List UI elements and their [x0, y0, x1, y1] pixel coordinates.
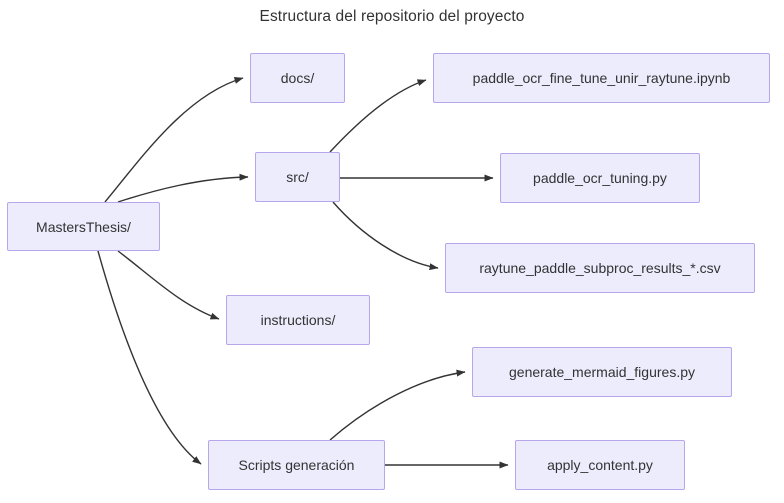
node-notebook[interactable]: paddle_ocr_fine_tune_unir_raytune.ipynb	[433, 53, 770, 103]
edge-root-src	[117, 173, 249, 203]
node-label-docs: docs/	[280, 70, 315, 86]
node-label-apply: apply_content.py	[547, 457, 653, 473]
node-label-src: src/	[286, 169, 309, 185]
node-instructions[interactable]: instructions/	[226, 295, 370, 345]
node-root[interactable]: MastersThesis/	[7, 202, 160, 251]
node-label-scripts: Scripts generación	[238, 457, 355, 473]
node-label-root: MastersThesis/	[36, 218, 131, 235]
node-mermaid[interactable]: generate_mermaid_figures.py	[472, 347, 732, 397]
edge-root-scripts	[97, 250, 202, 465]
edge-scripts-mermaid	[329, 369, 466, 441]
node-src[interactable]: src/	[255, 152, 340, 202]
edge-root-instructions	[117, 250, 220, 320]
node-label-mermaid: generate_mermaid_figures.py	[509, 364, 695, 380]
node-label-tuning: paddle_ocr_tuning.py	[533, 170, 667, 186]
node-label-csv: raytune_paddle_subproc_results_*.csv	[479, 260, 721, 276]
node-tuning[interactable]: paddle_ocr_tuning.py	[500, 153, 700, 203]
node-label-instructions: instructions/	[260, 312, 336, 328]
node-apply[interactable]: apply_content.py	[515, 440, 685, 490]
edge-root-docs	[104, 77, 244, 203]
node-scripts[interactable]: Scripts generación	[208, 440, 385, 490]
edge-src-csv	[332, 201, 439, 271]
diagram-title: Estructura del repositorio del proyecto	[259, 8, 525, 25]
node-docs[interactable]: docs/	[250, 53, 345, 103]
node-csv[interactable]: raytune_paddle_subproc_results_*.csv	[445, 243, 755, 293]
node-label-notebook: paddle_ocr_fine_tune_unir_raytune.ipynb	[472, 70, 731, 86]
